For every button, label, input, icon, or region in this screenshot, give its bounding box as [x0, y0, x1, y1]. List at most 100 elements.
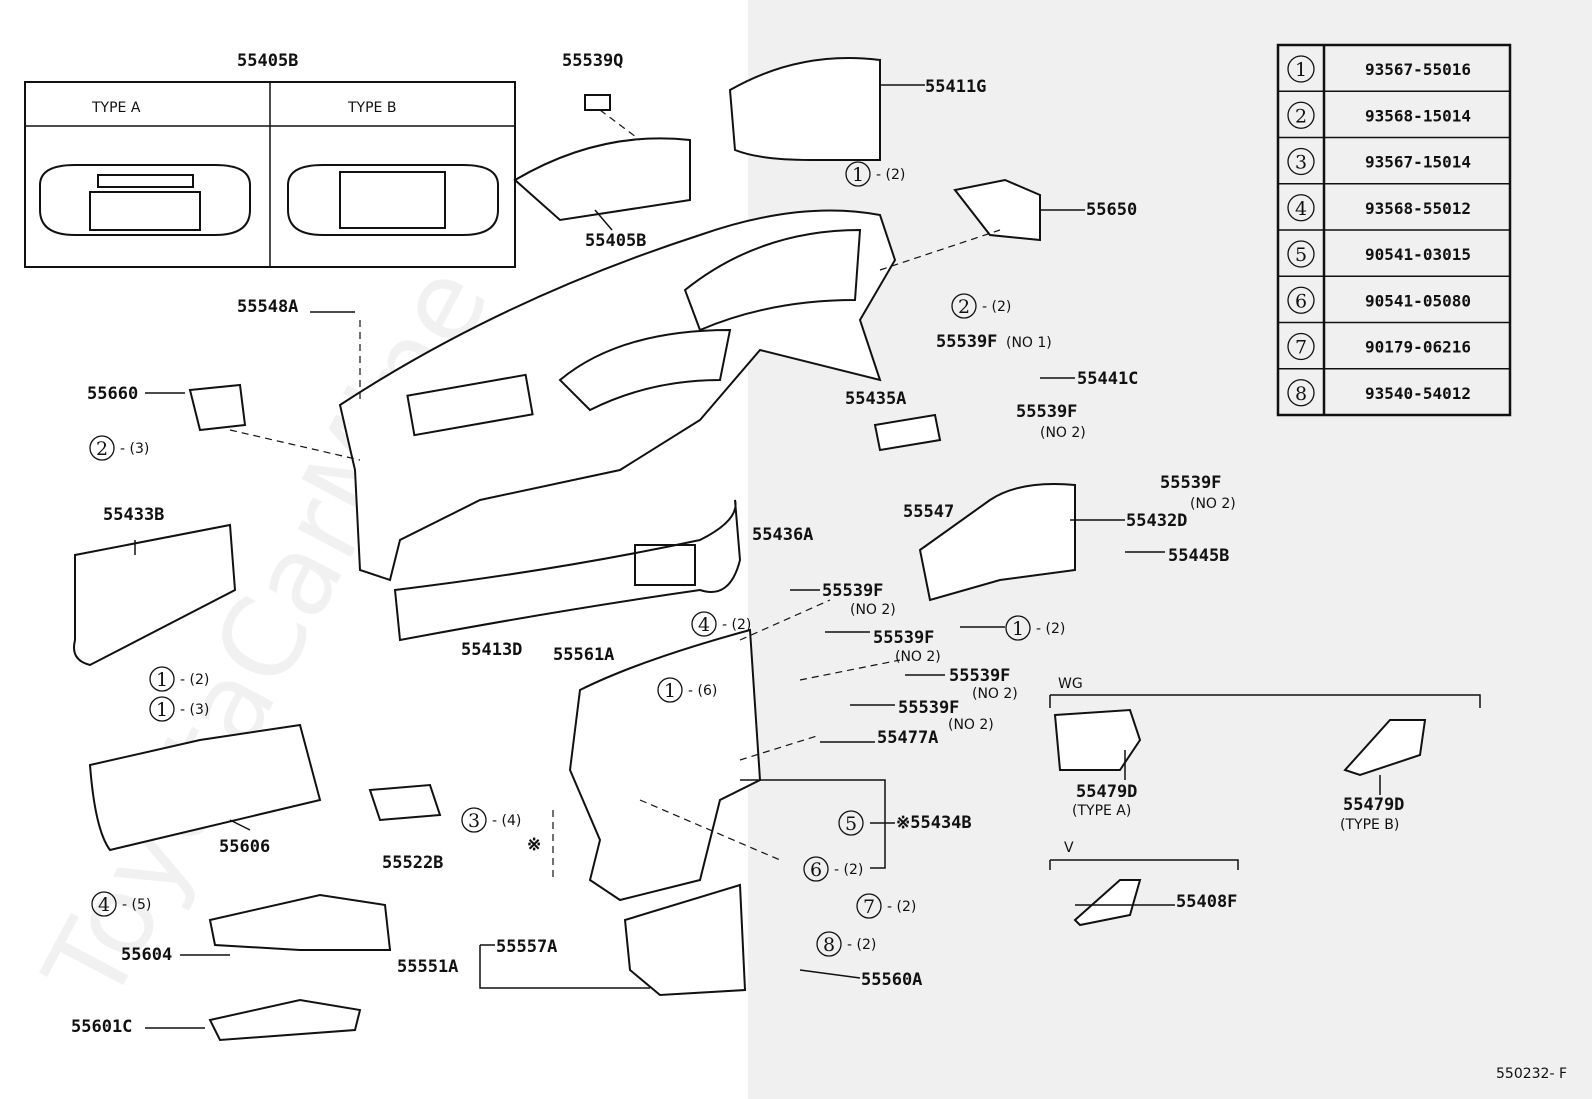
label-55405B[interactable]: 55405B	[585, 231, 646, 251]
table-row: 5 90541-03015	[1287, 240, 1471, 268]
callout-ref-4[interactable]: 4- (5)	[91, 891, 151, 917]
label-55445B[interactable]: 55445B	[1168, 546, 1229, 566]
label-55477A[interactable]: 55477A	[877, 728, 938, 748]
ref-circle-icon	[1287, 286, 1315, 314]
label-55436A[interactable]: 55436A	[752, 525, 813, 545]
callout-ref: 7	[863, 896, 875, 918]
label-no2: (NO 2)	[895, 649, 941, 665]
callout-ref-5[interactable]: 5	[838, 810, 864, 836]
label-55604[interactable]: 55604	[121, 945, 172, 965]
label-55557A[interactable]: 55557A	[496, 937, 557, 957]
callout-ref-2[interactable]: 2- (3)	[89, 435, 149, 461]
label-55408F[interactable]: 55408F	[1176, 892, 1237, 912]
ref-circle-icon	[691, 611, 717, 637]
table-ref: 4	[1295, 198, 1307, 220]
label-55522B[interactable]: 55522B	[382, 853, 443, 873]
label-55411G[interactable]: 55411G	[925, 77, 986, 97]
label-55601C[interactable]: 55601C	[71, 1017, 132, 1037]
label-55547[interactable]: 55547	[903, 502, 954, 522]
ref-circle-icon	[1005, 615, 1031, 641]
callout-ref-3[interactable]: 3- (4)	[461, 807, 521, 833]
callout-qty: - (2)	[834, 862, 863, 878]
label-55551A[interactable]: 55551A	[397, 957, 458, 977]
label-55539F[interactable]: 55539F	[1160, 473, 1221, 493]
callout-ref: 4	[698, 614, 710, 636]
label-55561A[interactable]: 55561A	[553, 645, 614, 665]
ref-circle-icon	[816, 931, 842, 957]
callout-ref-1[interactable]: 1 - (2)	[149, 666, 209, 692]
table-part-number[interactable]: 90541-03015	[1365, 245, 1471, 264]
callout-qty: - (3)	[180, 702, 209, 718]
label-55539F[interactable]: 55539F	[898, 698, 959, 718]
label-55660[interactable]: 55660	[87, 384, 138, 404]
callout-ref: 1	[664, 680, 676, 702]
label-55539F[interactable]: 55539F	[822, 581, 883, 601]
label-55434B[interactable]: ※55434B	[896, 813, 972, 833]
label-55606[interactable]: 55606	[219, 837, 270, 857]
part-shapes	[73, 57, 1427, 1042]
ref-circle-icon	[1287, 240, 1315, 268]
table-ref: 1	[1295, 59, 1307, 81]
ref-circle-icon	[838, 810, 864, 836]
ref-circle-icon	[1287, 101, 1315, 129]
callout-ref: 1	[156, 669, 168, 691]
label-55650[interactable]: 55650	[1086, 200, 1137, 220]
inset-type-a: TYPE A	[91, 100, 141, 116]
table-part-number[interactable]: 93568-55012	[1365, 199, 1471, 218]
label-55539Q[interactable]: 55539Q	[562, 51, 623, 71]
dashboard-panel	[338, 209, 897, 642]
table-part-number[interactable]: 90541-05080	[1365, 291, 1471, 310]
label-55479D-type-a[interactable]: 55479D	[1076, 782, 1137, 802]
label-55539F[interactable]: 55539F	[1016, 402, 1077, 422]
label-55539F[interactable]: 55539F	[949, 666, 1010, 686]
label-55433B[interactable]: 55433B	[103, 505, 164, 525]
table-ref: 5	[1295, 244, 1307, 266]
label-55413D[interactable]: 55413D	[461, 640, 522, 660]
callout-ref-2[interactable]: 2 - (2)	[951, 293, 1011, 319]
label-55435A[interactable]: 55435A	[845, 389, 906, 409]
label-55432D[interactable]: 55432D	[1126, 511, 1187, 531]
callout-ref-4[interactable]: 4- (2)	[691, 611, 751, 637]
ref-circle-icon	[856, 893, 882, 919]
callout-ref-1[interactable]: 1- (2)	[1005, 615, 1065, 641]
callout-ref: 5	[845, 813, 857, 835]
table-part-number[interactable]: 93568-15014	[1365, 106, 1471, 125]
callout-ref: 4	[98, 894, 110, 916]
table-part-number[interactable]: 93567-15014	[1365, 153, 1471, 172]
label-55441C[interactable]: 55441C	[1077, 369, 1138, 389]
label-55539F[interactable]: 55539F	[873, 628, 934, 648]
ref-circle-icon	[845, 161, 871, 187]
label-55539F-no1[interactable]: 55539F	[936, 332, 997, 352]
table-row: 1 93567-55016	[1287, 55, 1471, 83]
label-no2: (NO 2)	[1190, 496, 1236, 512]
callout-ref-6[interactable]: 6- (2)	[803, 856, 863, 882]
callout-ref: 1	[156, 699, 168, 721]
callout-ref-8[interactable]: 8- (2)	[816, 931, 876, 957]
figure-code: 550232- F	[1496, 1066, 1567, 1082]
callout-ref: 1	[852, 164, 864, 186]
callout-ref-7[interactable]: 7- (2)	[856, 893, 916, 919]
table-part-number[interactable]: 93540-54012	[1365, 384, 1471, 403]
ref-circle-icon	[951, 293, 977, 319]
label-55479D-type-b[interactable]: 55479D	[1343, 795, 1404, 815]
label-ref-mark: ※	[527, 835, 541, 855]
label-type-a: (TYPE A)	[1072, 803, 1131, 819]
label-55548A[interactable]: 55548A	[237, 297, 298, 317]
callout-qty: - (2)	[982, 299, 1011, 315]
label-55560A[interactable]: 55560A	[861, 970, 922, 990]
ref-circle-icon	[1287, 332, 1315, 361]
table-part-number[interactable]: 93567-55016	[1365, 60, 1471, 79]
callout-ref: 2	[958, 296, 970, 318]
callout-ref: 3	[468, 810, 480, 832]
table-ref: 3	[1295, 152, 1307, 174]
callout-qty: - (6)	[688, 683, 717, 699]
callout-qty: - (2)	[180, 672, 209, 688]
callout-ref-1[interactable]: 1- (2)	[845, 161, 905, 187]
callout-ref-1[interactable]: 1 - (3)	[149, 696, 209, 722]
ref-circle-icon	[91, 891, 117, 917]
table-ref: 6	[1295, 290, 1307, 312]
table-part-number[interactable]: 90179-06216	[1365, 338, 1471, 357]
callout-ref-1[interactable]: 1 - (6)	[657, 677, 717, 703]
